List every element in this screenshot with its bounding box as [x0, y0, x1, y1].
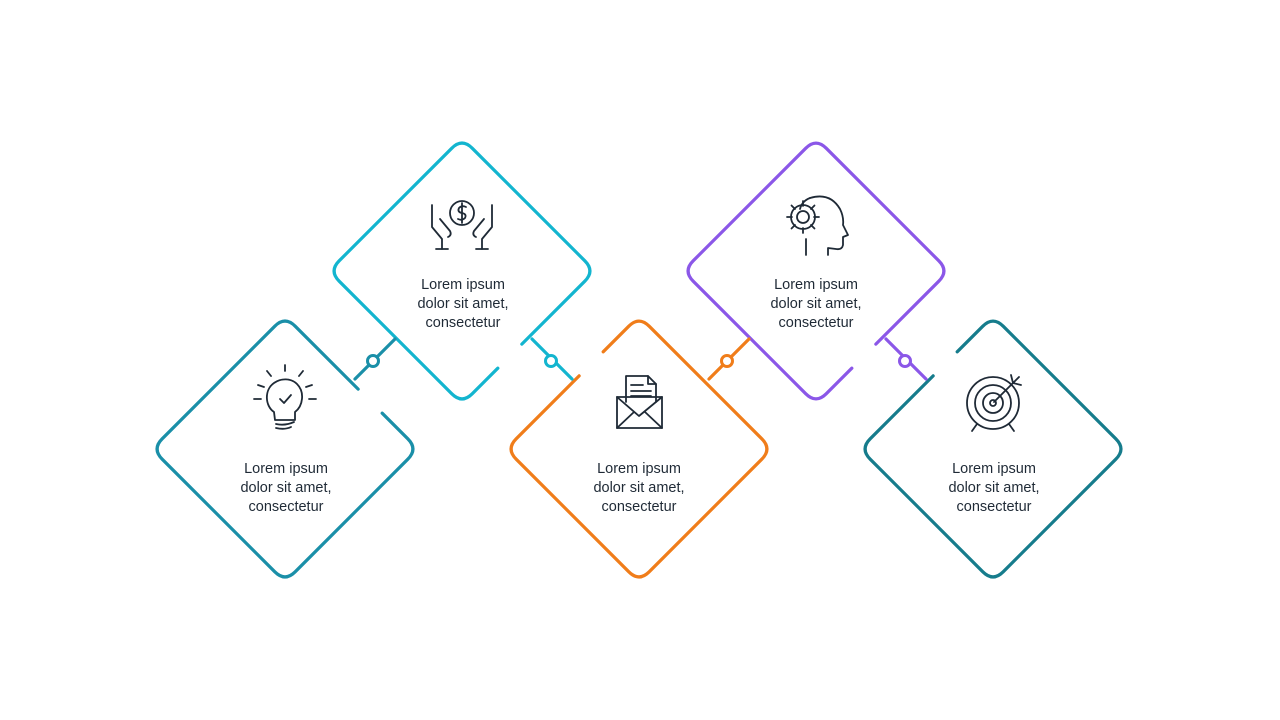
lightbulb-check-icon — [253, 364, 317, 430]
step-1-diamond-frame — [155, 319, 415, 579]
step-2-line-3: consectetur — [425, 315, 501, 331]
step-1-line-1: Lorem ipsum — [244, 461, 328, 477]
step-1-line-3: consectetur — [248, 499, 324, 515]
step-2-line-1: Lorem ipsum — [421, 277, 505, 293]
step-4-line-2: dolor sit amet, — [770, 296, 862, 312]
connector-2-3-dot — [544, 354, 558, 368]
step-3-line-3: consectetur — [601, 499, 677, 515]
step-5-text: Lorem ipsum dolor sit amet, consectetur — [929, 460, 1059, 517]
step-3-text: Lorem ipsum dolor sit amet, consectetur — [574, 460, 704, 517]
step-4-line-3: consectetur — [778, 315, 854, 331]
step-3-line-2: dolor sit amet, — [593, 480, 685, 496]
step-2-diamond-frame — [332, 141, 592, 401]
step-4-text: Lorem ipsum dolor sit amet, consectetur — [751, 276, 881, 333]
connector-dots — [353, 337, 928, 381]
connector-3-4-dot — [720, 354, 734, 368]
head-gear-icon — [786, 195, 849, 256]
target-arrow-icon — [966, 374, 1022, 432]
step-3-line-1: Lorem ipsum — [597, 461, 681, 477]
step-5-diamond-frame — [863, 319, 1123, 579]
step-1-line-2: dolor sit amet, — [240, 480, 332, 496]
step-5-line-2: dolor sit amet, — [948, 480, 1040, 496]
step-3-diamond-frame — [509, 319, 769, 579]
step-4-diamond-frame — [686, 141, 946, 401]
envelope-document-icon — [616, 375, 663, 429]
step-icons — [253, 195, 1022, 432]
step-5-line-3: consectetur — [956, 499, 1032, 515]
step-1-text: Lorem ipsum dolor sit amet, consectetur — [221, 460, 351, 517]
hands-dollar-coin-icon — [431, 200, 493, 250]
connector-4-5-dot — [898, 354, 912, 368]
step-2-line-2: dolor sit amet, — [417, 296, 509, 312]
connector-1-2-dot — [366, 354, 380, 368]
diamond-frames — [155, 141, 1123, 579]
step-4-line-1: Lorem ipsum — [774, 277, 858, 293]
step-5-line-1: Lorem ipsum — [952, 461, 1036, 477]
step-2-text: Lorem ipsum dolor sit amet, consectetur — [398, 276, 528, 333]
